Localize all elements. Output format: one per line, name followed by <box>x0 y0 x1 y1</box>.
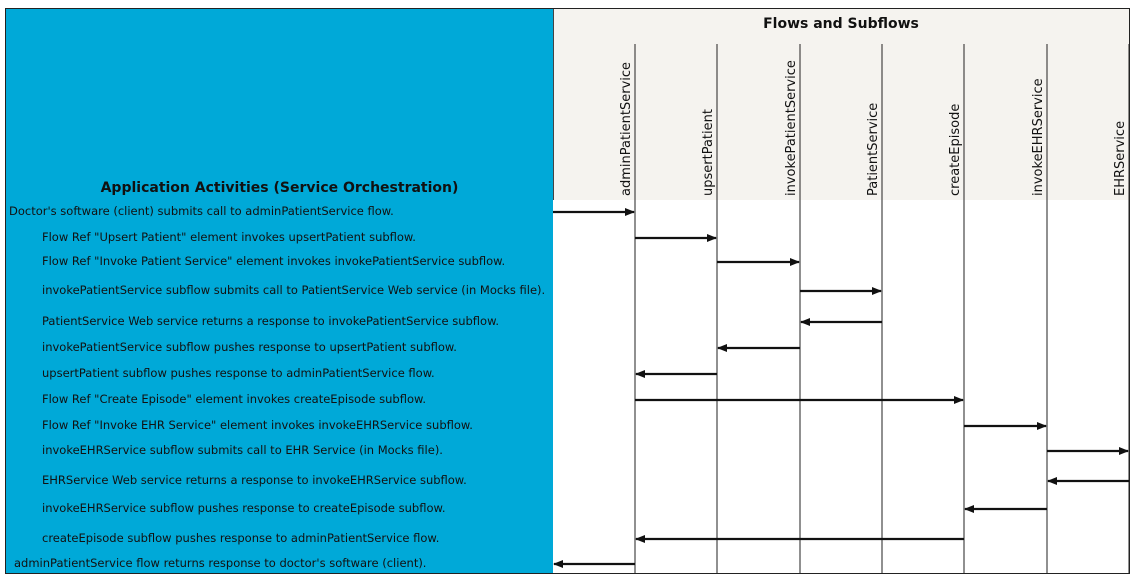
activity-step: upsertPatient subflow pushes response to… <box>42 366 435 380</box>
activity-step: Flow Ref "Upsert Patient" element invoke… <box>42 230 416 244</box>
activity-step: Flow Ref "Invoke EHR Service" element in… <box>42 418 473 432</box>
activity-step: Flow Ref "Invoke Patient Service" elemen… <box>42 254 506 268</box>
column-label-PatientService: PatientService <box>866 102 881 196</box>
column-label-invokePatientService: invokePatientService <box>784 60 799 196</box>
activity-step: adminPatientService flow returns respons… <box>14 556 427 570</box>
activities-header: Application Activities (Service Orchestr… <box>100 180 459 196</box>
flows-header: Flows and Subflows <box>763 16 919 32</box>
column-label-EHRService: EHRService <box>1113 120 1128 196</box>
activity-step: invokeEHRService subflow submits call to… <box>42 443 443 457</box>
activity-step: EHRService Web service returns a respons… <box>42 473 467 487</box>
activity-step: invokePatientService subflow pushes resp… <box>42 340 457 354</box>
column-label-upsertPatient: upsertPatient <box>701 109 716 196</box>
activities-panel <box>6 9 553 573</box>
activity-step: invokePatientService subflow submits cal… <box>42 283 546 297</box>
column-label-invokeEHRService: invokeEHRService <box>1031 78 1046 196</box>
activity-step: PatientService Web service returns a res… <box>42 314 500 328</box>
column-label-createEpisode: createEpisode <box>948 103 963 196</box>
flows-header-panel <box>553 9 1129 200</box>
activity-step: invokeEHRService subflow pushes response… <box>42 501 446 515</box>
activity-step: createEpisode subflow pushes response to… <box>42 531 440 545</box>
activity-step: Doctor's software (client) submits call … <box>9 204 394 218</box>
column-label-adminPatientService: adminPatientService <box>619 61 634 196</box>
activity-step: Flow Ref "Create Episode" element invoke… <box>42 392 426 406</box>
